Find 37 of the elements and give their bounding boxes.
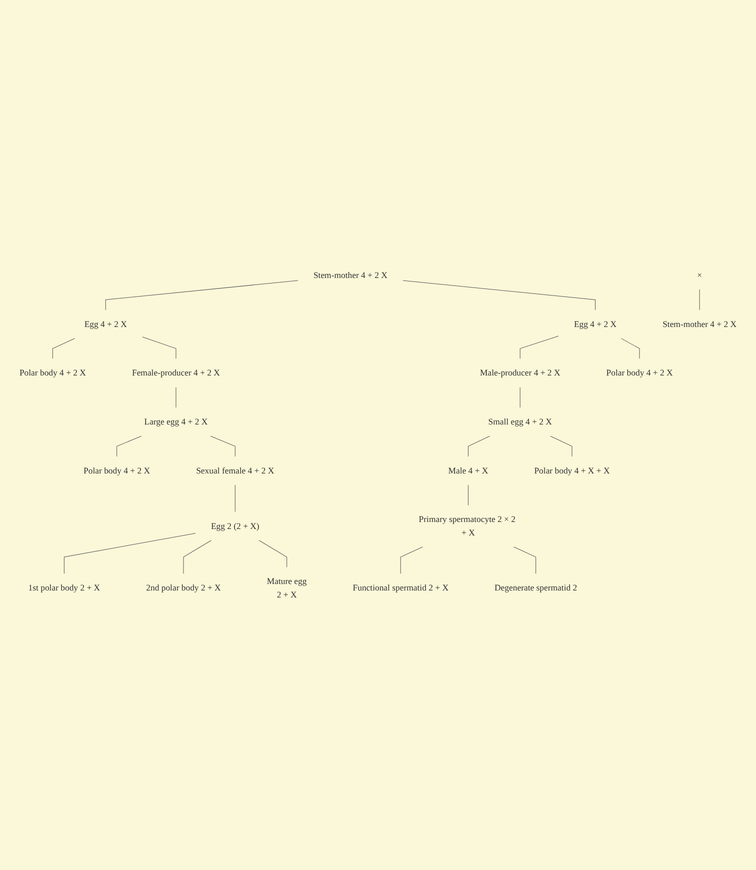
- connector: [64, 533, 196, 574]
- connector: [468, 436, 490, 457]
- node-text: ×: [697, 270, 702, 280]
- node-text: Polar body 4 + 2 X: [84, 466, 150, 476]
- node-text: Functional spermatid 2 + X: [352, 583, 448, 593]
- node-text: Large egg 4 + 2 X: [144, 416, 208, 427]
- connector: [52, 338, 76, 360]
- node-text: Stem-mother 4 + 2 X: [662, 319, 737, 329]
- node-text: Egg 2 (2 + X): [210, 521, 260, 531]
- node-text: Polar body 4 + X + X: [534, 466, 610, 476]
- connector: [520, 336, 559, 360]
- connector: [699, 289, 700, 310]
- connector: [234, 484, 236, 512]
- node-text: Polar body 4 + 2 X: [19, 368, 86, 378]
- connector: [402, 280, 596, 310]
- connector: [142, 336, 176, 360]
- node-text: Male-producer 4 + 2 X: [480, 368, 560, 378]
- node-text: Egg 4 + 2 X: [574, 319, 617, 329]
- node-text: 2nd polar body 2 + X: [146, 583, 221, 593]
- node-text: Male 4 + X: [448, 466, 488, 476]
- connector: [105, 280, 298, 310]
- node-text: Female-producer 4 + 2 X: [132, 368, 220, 378]
- node-text: Degenerate spermatid 2: [494, 583, 578, 593]
- node-text: Sexual female 4 + 2 X: [196, 466, 274, 476]
- connector: [620, 338, 640, 360]
- node-text: Mature egg 2 + X: [266, 576, 307, 600]
- node-text: 1st polar body 2 + X: [28, 583, 100, 593]
- node-text: Egg 4 + 2 X: [84, 319, 127, 329]
- connector: [550, 436, 572, 457]
- node-text: Small egg 4 + 2 X: [488, 416, 552, 427]
- connector: [210, 436, 236, 457]
- connector: [258, 540, 288, 568]
- connector: [116, 436, 142, 457]
- node-text: Polar body 4 + 2 X: [606, 368, 673, 378]
- connector: [183, 540, 212, 574]
- node-text: Stem-mother 4 + 2 X: [313, 270, 388, 280]
- node-text: Primary spermatocyte 2 × 2 + X: [418, 514, 516, 538]
